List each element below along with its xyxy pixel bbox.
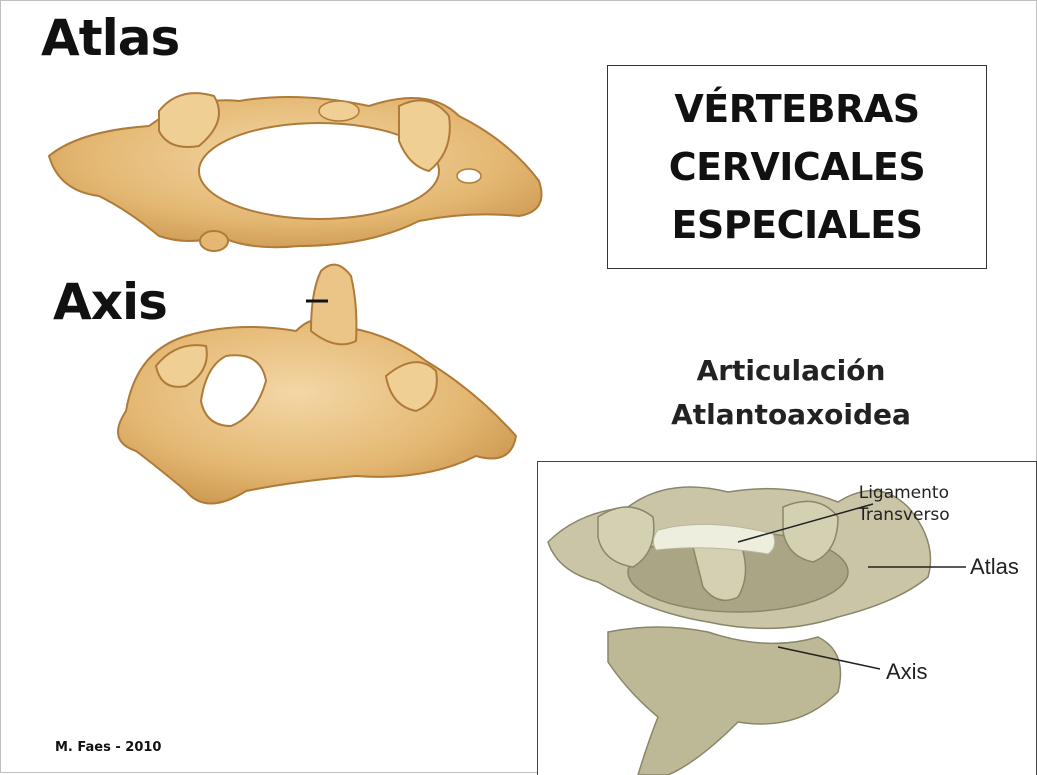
axis-heading: Axis	[53, 273, 167, 331]
title-line-3: ESPECIALES	[671, 196, 922, 254]
articulation-line-1: Articulación	[641, 349, 941, 393]
ligament-label-line-1: Ligamento	[858, 482, 950, 504]
atlantoaxial-joint-illustration	[538, 462, 1036, 775]
author-credit: M. Faes - 2010	[55, 740, 161, 755]
title-line-1: VÉRTEBRAS	[674, 80, 919, 138]
articulation-caption: Articulación Atlantoaxoidea	[641, 349, 941, 437]
atlantoaxial-joint-inset: Ligamento Transverso Atlas Axis	[537, 461, 1037, 775]
atlas-heading: Atlas	[41, 9, 179, 67]
title-line-2: CERVICALES	[669, 138, 926, 196]
ligament-label: Ligamento Transverso	[858, 482, 950, 526]
atlas-vertebra-illustration	[39, 71, 559, 271]
inset-atlas-label: Atlas	[970, 554, 1019, 580]
ligament-label-line-2: Transverso	[858, 504, 950, 526]
inset-axis-label: Axis	[886, 659, 928, 685]
articulation-line-2: Atlantoaxoidea	[641, 393, 941, 437]
title-box: VÉRTEBRAS CERVICALES ESPECIALES	[607, 65, 987, 269]
